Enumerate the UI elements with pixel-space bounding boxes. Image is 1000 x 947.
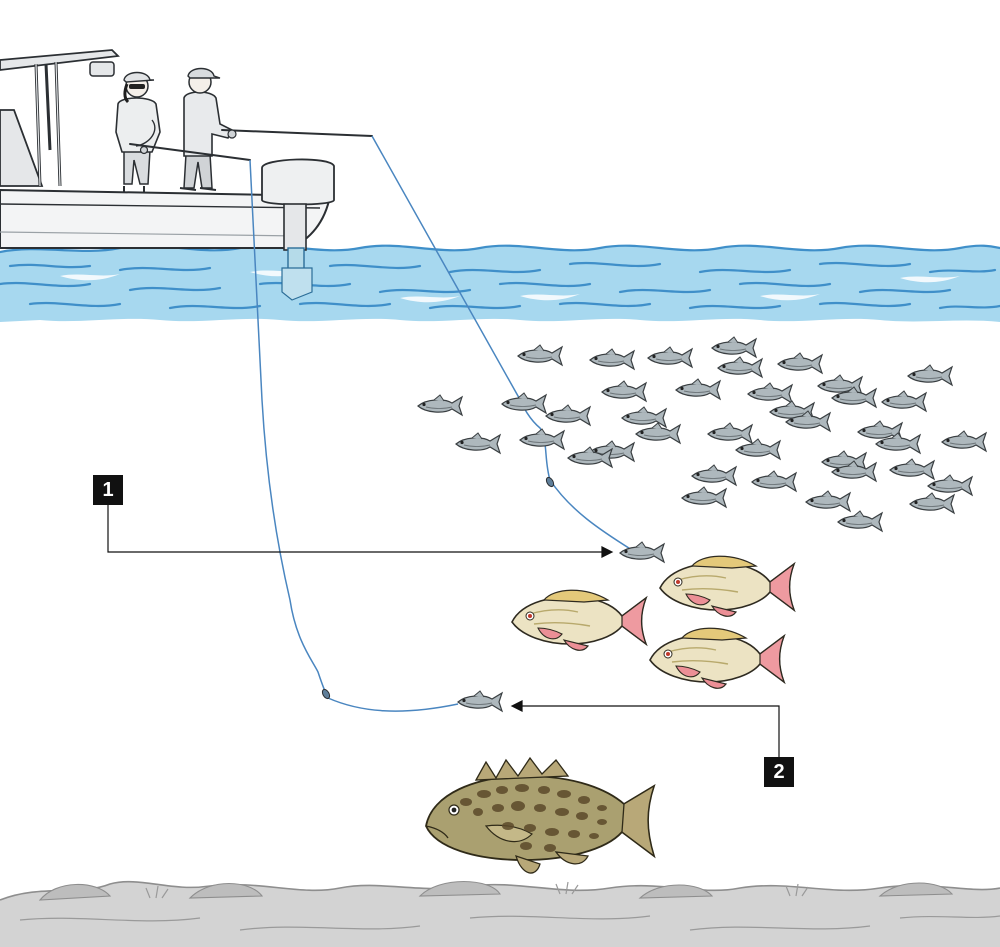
water-surface	[0, 244, 1000, 322]
swivels	[321, 476, 555, 700]
callout-badge-1: 1	[93, 475, 123, 505]
live-bait-upper	[619, 541, 665, 563]
live-bait-lower	[457, 690, 503, 712]
callout-label-1: 1	[102, 479, 114, 501]
callout-2-leader	[510, 700, 780, 757]
snapper-school	[511, 555, 795, 690]
fishing-rods	[129, 129, 373, 161]
grouper	[425, 757, 655, 874]
callout-1-leader	[107, 505, 614, 558]
baitfish-school	[417, 336, 987, 532]
angler-man	[179, 67, 234, 191]
callout-badge-2: 2	[764, 757, 794, 787]
seabed	[0, 880, 1000, 947]
boat	[0, 49, 332, 249]
outboard-motor	[261, 158, 335, 301]
angler-woman	[115, 71, 161, 192]
callout-label-2: 2	[773, 761, 785, 783]
